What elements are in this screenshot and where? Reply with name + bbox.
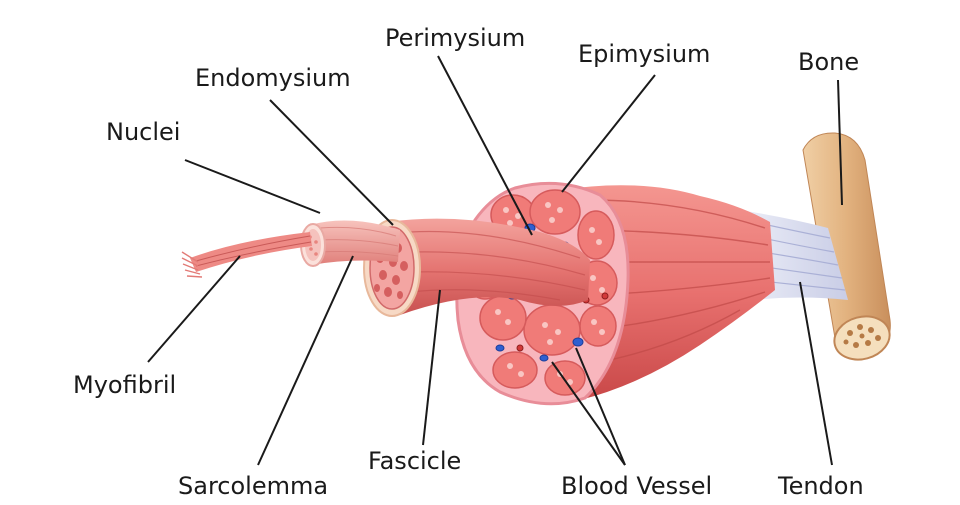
label-epimysium: Epimysium <box>578 40 711 68</box>
label-sarcolemma: Sarcolemma <box>178 472 329 500</box>
label-nuclei: Nuclei <box>106 118 181 146</box>
epimysium-leader <box>561 74 656 193</box>
endomysium-leader <box>269 99 394 226</box>
sarcolemma-leader <box>257 255 354 466</box>
label-bone: Bone <box>798 48 860 76</box>
label-perimysium: Perimysium <box>385 24 526 52</box>
blood-vessel-leader-2 <box>575 347 626 466</box>
myofibril-shape <box>181 232 312 278</box>
leader-lines <box>147 55 843 466</box>
fascicle-leader <box>422 289 441 446</box>
label-tendon: Tendon <box>778 472 864 500</box>
nuclei-leader <box>184 159 321 214</box>
myofibril-leader <box>147 255 241 363</box>
label-blood-vessel: Blood Vessel <box>561 472 713 500</box>
label-fascicle: Fascicle <box>368 447 462 475</box>
label-endomysium: Endomysium <box>195 64 351 92</box>
tendon-leader <box>799 281 833 466</box>
label-myofibril: Myofibril <box>73 371 177 399</box>
blood-vessel-leader-1 <box>551 361 626 466</box>
bone-leader <box>837 79 843 206</box>
bone-shape <box>802 132 891 361</box>
perimysium-leader <box>437 55 533 236</box>
